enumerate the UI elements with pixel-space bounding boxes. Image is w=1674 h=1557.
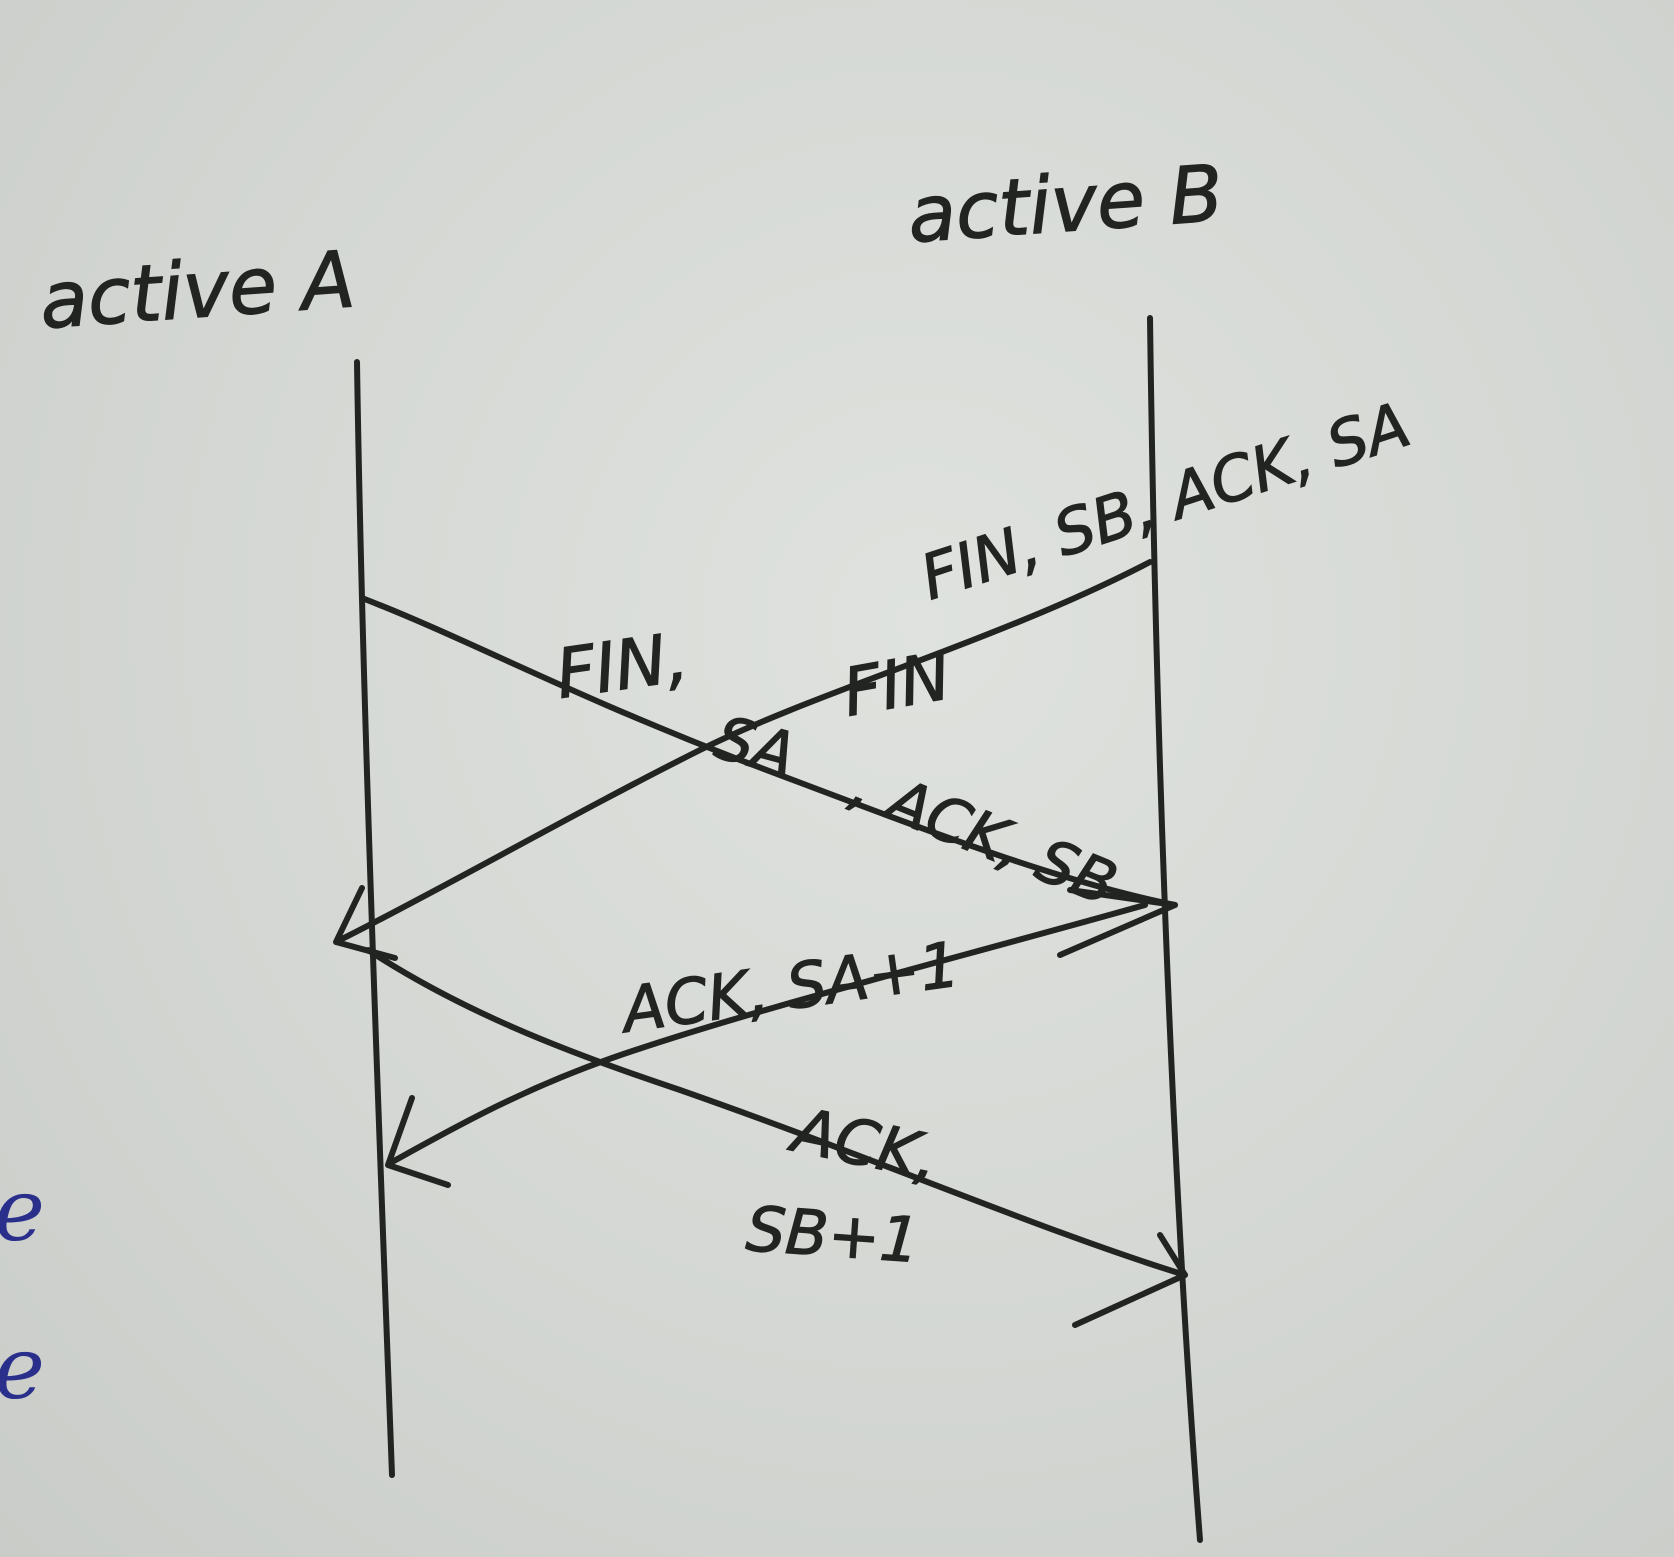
- arrowhead-fin-b: [333, 885, 398, 961]
- label-fin-b-line1: FIN, SB, ACK, SA: [912, 388, 1418, 615]
- message-arrow-fin-a: [359, 595, 1178, 908]
- margin-mark-2: e: [0, 1319, 45, 1419]
- label-fin-a-line1: FIN,: [551, 618, 692, 715]
- arrowhead-ack-b: [1072, 1232, 1188, 1328]
- margin-mark-1: e: [0, 1161, 45, 1261]
- label-fin-a-line3: , ACK, SB: [842, 751, 1126, 920]
- label-ack-a: ACK, SA+1: [614, 927, 964, 1047]
- lifeline-b: [1147, 315, 1203, 1543]
- message-arrow-fin-b: [337, 559, 1153, 943]
- message-arrow-ack-a: [389, 902, 1148, 1165]
- participant-label-b: active B: [905, 149, 1226, 261]
- message-arrow-ack-b: [365, 947, 1188, 1278]
- arrowhead-fin-a: [1057, 887, 1178, 958]
- arrowhead-ack-a: [385, 1095, 451, 1188]
- label-fin-b-line2: FIN: [837, 637, 956, 731]
- participant-label-a: active A: [37, 235, 358, 347]
- label-ack-b-line1: ACK,: [783, 1092, 945, 1195]
- label-ack-b-line2: SB+1: [744, 1192, 922, 1277]
